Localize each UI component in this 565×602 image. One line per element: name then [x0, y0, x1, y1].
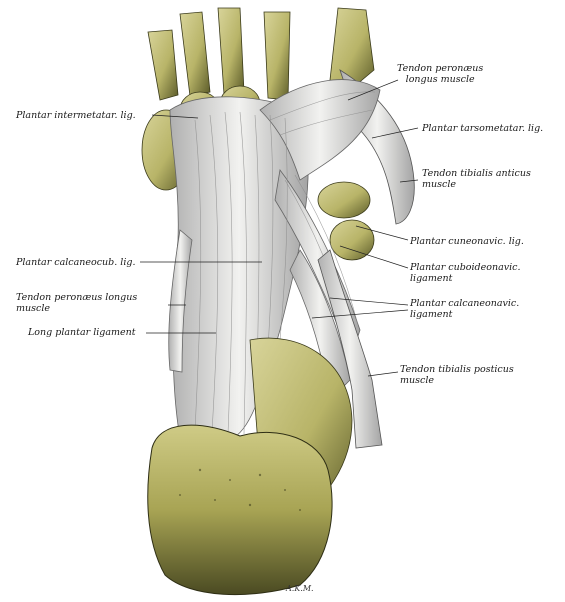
label-plantar-calcaneocub: Plantar calcaneocub. lig. — [16, 257, 135, 268]
leader-lines — [140, 79, 419, 377]
label-line: Tendon peronæus — [397, 63, 484, 74]
label-tendon-peroneus-longus-left: Tendon peronæus longus muscle — [16, 292, 137, 314]
label-line: Plantar intermetatar. lig. — [16, 110, 136, 121]
label-line: Long plantar ligament — [28, 327, 136, 338]
plantar-ligaments — [168, 79, 381, 441]
label-line: ligament — [410, 273, 453, 284]
label-line: Plantar cuboideonavic. — [410, 262, 521, 273]
label-plantar-intermetatar: Plantar intermetatar. lig. — [16, 110, 136, 121]
artist-signature: A.K.M. — [286, 584, 314, 593]
label-line: Plantar calcaneonavic. — [410, 298, 520, 309]
tibialis-posticus-tendon — [317, 249, 383, 449]
calcaneus-bone — [147, 337, 353, 596]
label-line: muscle — [400, 375, 434, 386]
label-plantar-tarsometatar: Plantar tarsometatar. lig. — [422, 123, 543, 134]
label-line: muscle — [422, 179, 456, 190]
label-tendon-peroneus-longus-top: Tendon peronæus longus muscle — [397, 63, 483, 85]
label-line: muscle — [16, 303, 50, 314]
label-line: longus muscle — [405, 74, 475, 85]
label-line: Tendon tibialis anticus — [422, 168, 531, 179]
label-line: Plantar calcaneocub. lig. — [16, 257, 136, 268]
label-long-plantar-ligament: Long plantar ligament — [28, 327, 136, 338]
label-line: ligament — [410, 309, 453, 320]
label-line: Plantar tarsometatar. lig. — [422, 123, 544, 134]
label-plantar-cuneonavic: Plantar cuneonavic. lig. — [410, 236, 524, 247]
label-tendon-tibialis-anticus: Tendon tibialis anticus muscle — [422, 168, 531, 190]
label-tendon-tibialis-posticus: Tendon tibialis posticus muscle — [400, 364, 514, 386]
label-line: Plantar cuneonavic. lig. — [410, 236, 524, 247]
label-line: Tendon peronæus longus — [16, 292, 138, 303]
label-line: Tendon tibialis posticus — [400, 364, 514, 375]
label-plantar-calcaneonavic: Plantar calcaneonavic. ligament — [410, 298, 519, 320]
label-plantar-cuboideonavic: Plantar cuboideonavic. ligament — [410, 262, 520, 284]
